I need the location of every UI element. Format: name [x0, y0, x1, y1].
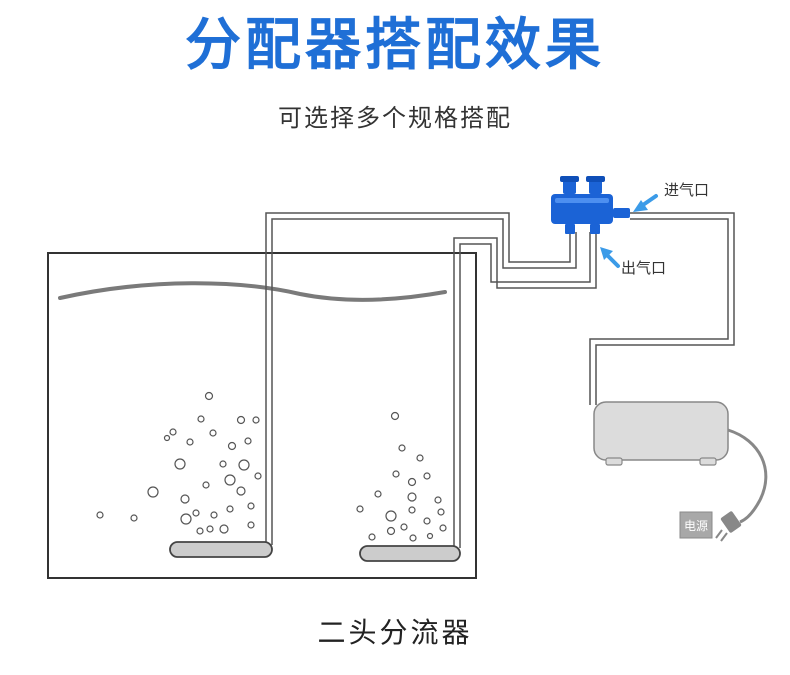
page-subtitle: 可选择多个规格搭配	[278, 104, 512, 132]
air-outlet-label: 出气口	[621, 259, 666, 277]
right-bubbles	[356, 411, 447, 542]
power-plug	[715, 511, 742, 542]
power-label-box	[679, 511, 713, 539]
air-splitter	[551, 176, 630, 234]
diagram-caption: 二头分流器	[317, 616, 473, 649]
left-bubbles	[96, 391, 262, 535]
left-air-tube	[265, 212, 577, 545]
power-label: 电源	[684, 519, 708, 533]
right-air-tube	[453, 232, 597, 548]
inlet-air-tube	[589, 212, 735, 405]
left-air-stone	[169, 541, 273, 558]
aquarium-tank	[47, 252, 477, 579]
right-air-stone	[359, 545, 461, 562]
page-title: 分配器搭配效果	[185, 13, 605, 78]
air-pump	[593, 401, 729, 466]
power-cord	[727, 428, 768, 524]
water-surface	[58, 281, 447, 302]
air-inlet-label: 进气口	[664, 181, 709, 199]
outlet-arrow	[600, 247, 620, 268]
inlet-arrow	[633, 194, 658, 212]
